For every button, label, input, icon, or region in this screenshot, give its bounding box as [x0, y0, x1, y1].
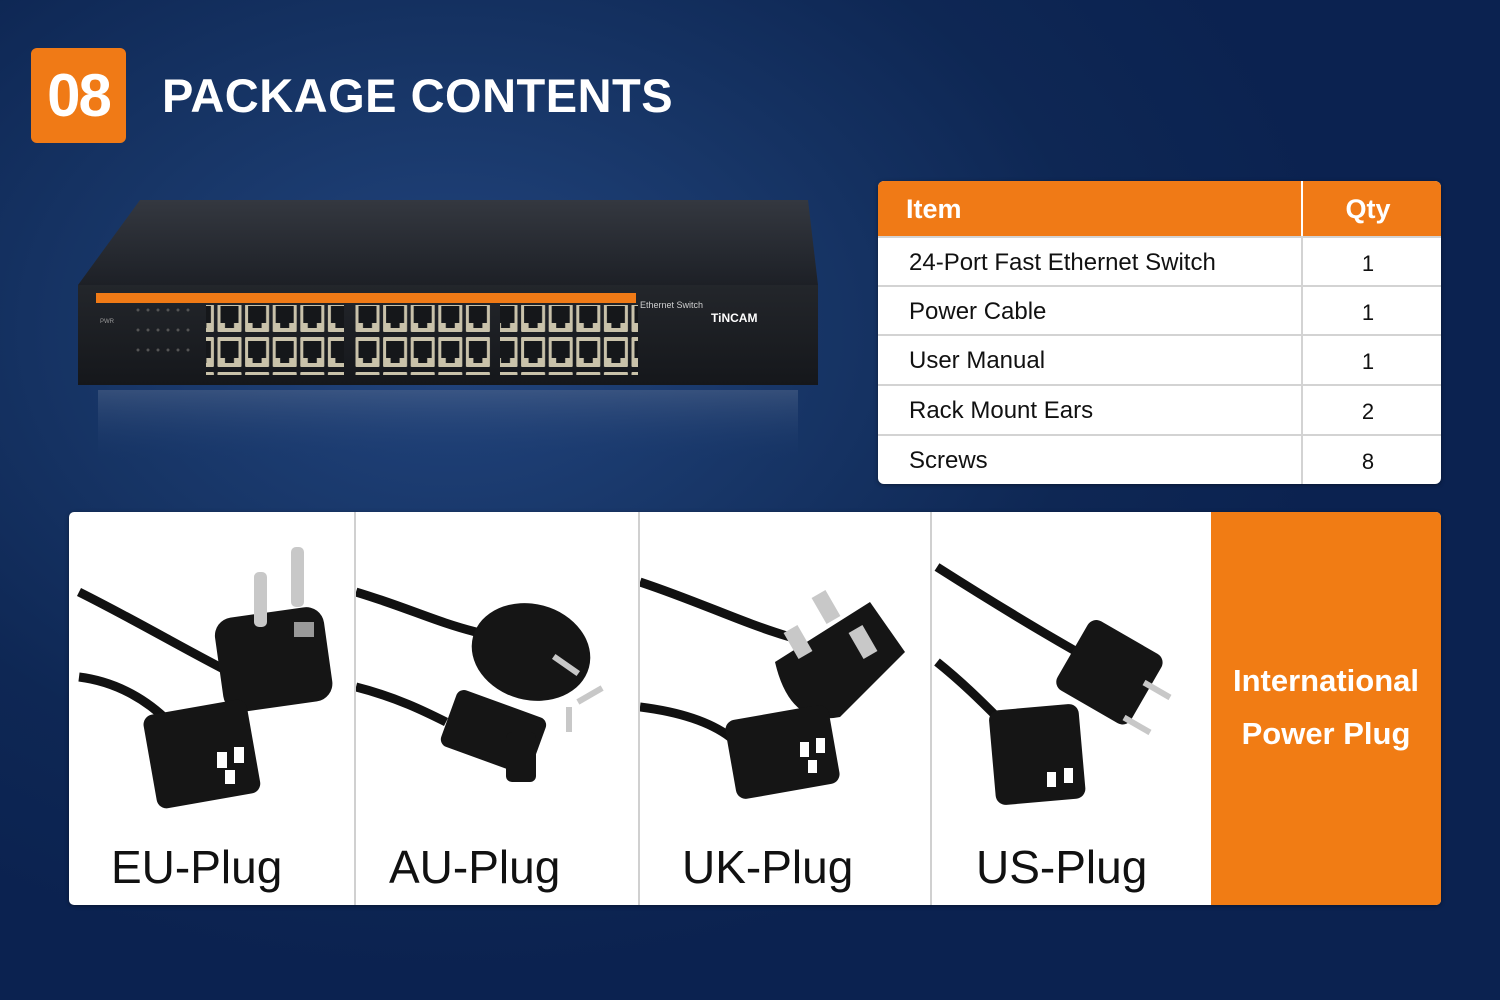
- power-plug-label: Power Plug: [1241, 716, 1411, 751]
- us-plug-card: US-Plug: [932, 512, 1211, 905]
- us-plug-label: US-Plug: [976, 841, 1148, 893]
- qty-cell: 1: [1361, 251, 1375, 276]
- brand-logo: TiNCAM: [711, 311, 757, 325]
- international-power-plug-panel: International Power Plug: [1211, 512, 1441, 905]
- table-row: Rack Mount Ears 2: [878, 384, 1441, 436]
- column-header-item: Item: [906, 194, 962, 224]
- package-contents-table: Item Qty 24-Port Fast Ethernet Switch 1 …: [878, 181, 1441, 484]
- item-cell: User Manual: [909, 347, 1046, 374]
- qty-cell: 1: [1361, 300, 1375, 325]
- uk-plug-icon: [638, 577, 905, 799]
- item-cell: Rack Mount Ears: [909, 397, 1094, 424]
- eu-plug-label: EU-Plug: [111, 841, 283, 893]
- page-title: PACKAGE CONTENTS: [162, 69, 674, 122]
- qty-cell: 8: [1361, 449, 1375, 474]
- au-plug-card: AU-Plug: [354, 512, 638, 905]
- ethernet-switch-image: PWR Ethernet Switch TiNCAM: [78, 195, 818, 475]
- uk-plug-label: UK-Plug: [682, 841, 854, 893]
- qty-cell: 2: [1361, 399, 1375, 424]
- pwr-label: PWR: [100, 319, 115, 325]
- table-row: Power Cable 1: [878, 285, 1441, 337]
- uk-plug-card: UK-Plug: [638, 512, 930, 905]
- column-header-qty: Qty: [1345, 194, 1391, 224]
- au-plug-label: AU-Plug: [389, 841, 561, 893]
- table-row: 24-Port Fast Ethernet Switch 1: [878, 236, 1441, 288]
- us-plug-icon: [934, 563, 1172, 805]
- qty-cell: 1: [1361, 349, 1375, 374]
- eu-plug-card: EU-Plug: [69, 512, 354, 905]
- eu-plug-icon: [76, 547, 333, 809]
- power-plugs-panel: EU-Plug AU-Plug UK-P: [69, 512, 1441, 905]
- table-row: User Manual 1: [878, 334, 1441, 386]
- model-label: Ethernet Switch: [640, 300, 703, 310]
- au-plug-icon: [354, 587, 604, 782]
- item-cell: Screws: [909, 447, 988, 474]
- international-label: International: [1232, 663, 1419, 698]
- section-number-badge: 08: [31, 48, 126, 143]
- item-cell: 24-Port Fast Ethernet Switch: [909, 249, 1216, 276]
- table-header: Item Qty: [878, 181, 1441, 236]
- item-cell: Power Cable: [909, 298, 1047, 325]
- table-row: Screws 8: [878, 434, 1441, 484]
